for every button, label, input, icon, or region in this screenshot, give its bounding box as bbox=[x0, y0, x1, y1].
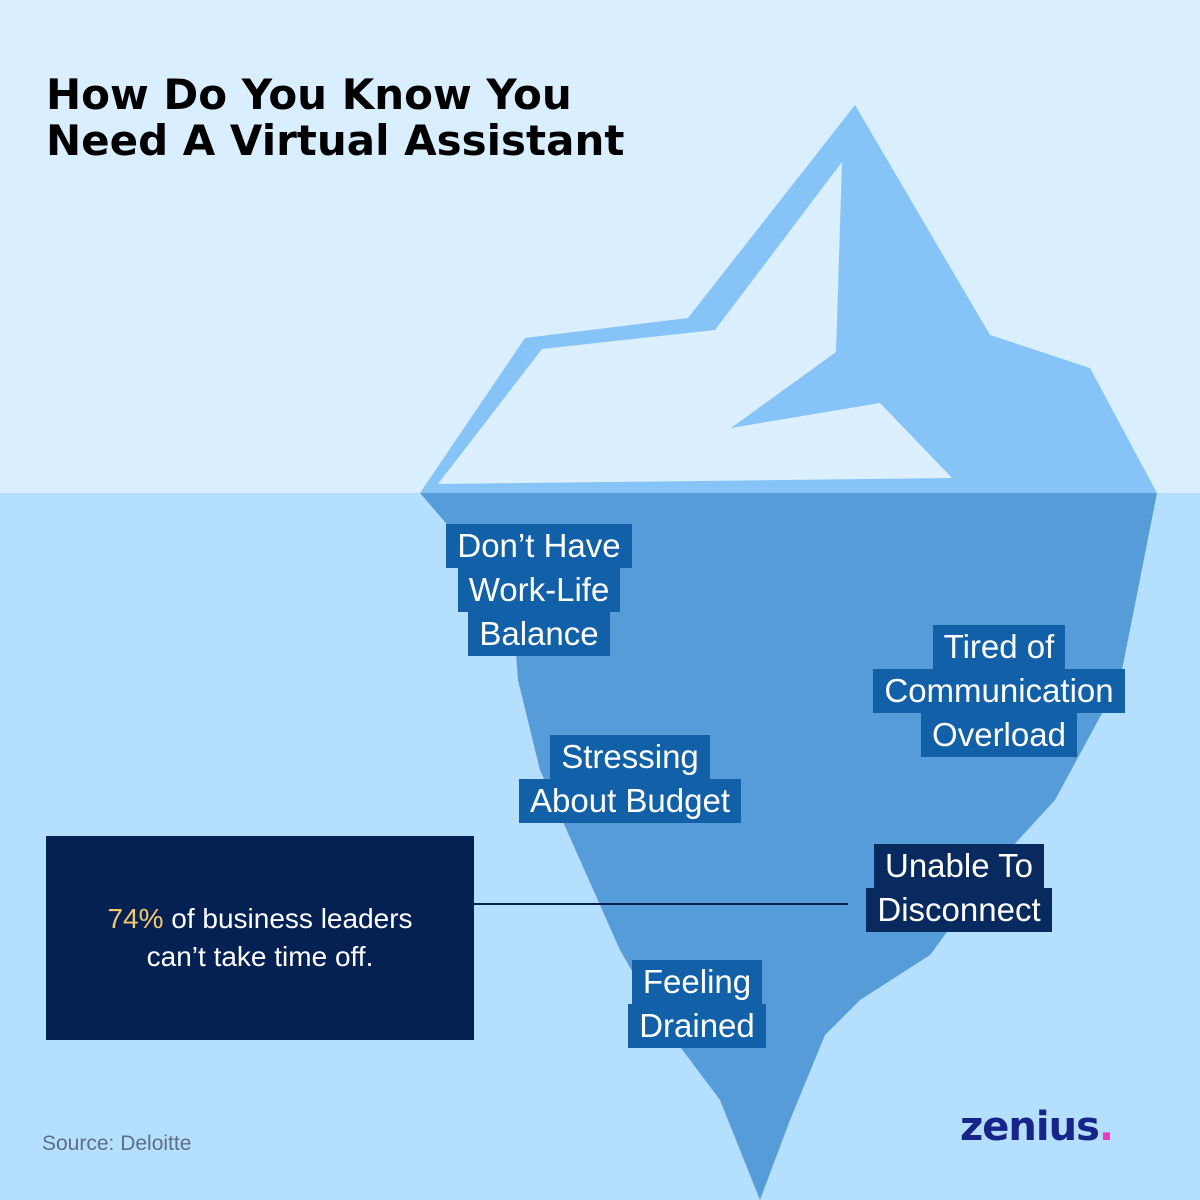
label-line: Feeling bbox=[631, 960, 763, 1004]
label-line: Disconnect bbox=[866, 888, 1052, 932]
label-unable-to-disconnect: Unable To Disconnect bbox=[846, 844, 1072, 932]
label-feeling-drained: Feeling Drained bbox=[616, 960, 778, 1048]
iceberg-snow bbox=[438, 162, 952, 484]
label-line: Don’t Have bbox=[446, 524, 632, 568]
label-line: Communication bbox=[873, 669, 1125, 713]
label-stressing-budget: Stressing About Budget bbox=[494, 735, 766, 823]
title-line-2: Need A Virtual Assistant bbox=[46, 116, 625, 165]
callout-stat: 74% bbox=[107, 903, 164, 934]
logo-dot: . bbox=[1098, 1104, 1114, 1150]
label-line: Tired of bbox=[932, 625, 1066, 669]
label-line: About Budget bbox=[519, 779, 741, 823]
label-line: Work-Life bbox=[457, 568, 621, 612]
label-line: Unable To bbox=[873, 844, 1044, 888]
brand-logo: zenius. bbox=[960, 1104, 1114, 1150]
page-title: How Do You Know You Need A Virtual Assis… bbox=[46, 72, 766, 164]
label-line: Stressing bbox=[550, 735, 710, 779]
logo-text: zenius bbox=[960, 1104, 1100, 1150]
label-work-life-balance: Don’t Have Work-Life Balance bbox=[434, 524, 644, 656]
callout-line-1: 74% of business leaders bbox=[107, 900, 412, 938]
callout-text: of business leaders bbox=[163, 903, 413, 934]
label-line: Overload bbox=[921, 713, 1077, 757]
label-line: Drained bbox=[628, 1004, 766, 1048]
label-line: Balance bbox=[468, 612, 610, 656]
source-note: Source: Deloitte bbox=[42, 1132, 192, 1155]
callout-line-2: can’t take time off. bbox=[146, 941, 374, 972]
statistic-callout: 74% of business leaders can’t take time … bbox=[46, 836, 474, 1040]
label-communication-overload: Tired of Communication Overload bbox=[846, 625, 1152, 757]
title-line-1: How Do You Know You bbox=[46, 70, 572, 119]
